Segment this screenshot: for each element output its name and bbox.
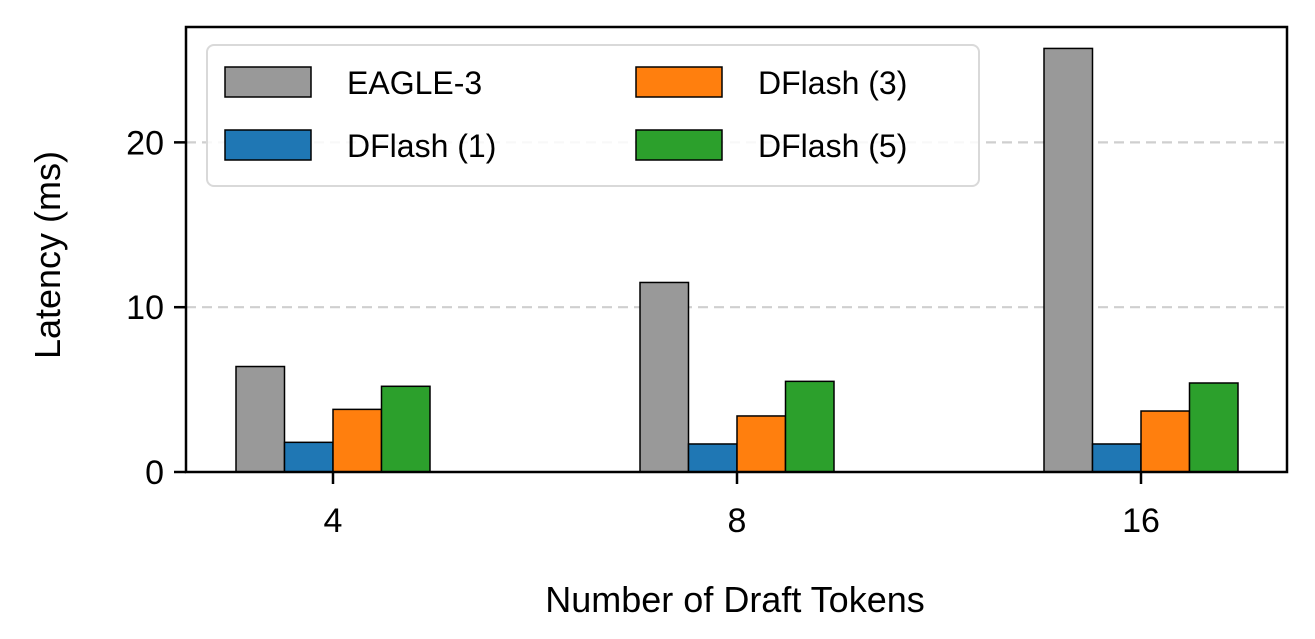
bar-dflash-1-8 [687,443,738,473]
bar-dflash-1-16 [1091,443,1142,473]
legend-swatch-dflash-3 [635,66,723,98]
legend-label-dflash-3: DFlash (3) [758,65,907,101]
x-tick-label-16: 16 [1122,502,1160,540]
bar-dflash-3-8 [736,415,787,473]
legend-swatch-dflash-1 [224,129,312,161]
bar-dflash-1-4 [283,441,334,473]
bar-dflash-3-4 [332,408,383,473]
y-tick-label-20: 20 [126,124,164,162]
x-axis-label: Number of Draft Tokens [545,579,925,620]
legend-swatch-eagle-3 [224,66,312,98]
x-tick-label-4: 4 [324,502,343,540]
y-tick-label-10: 10 [126,289,164,327]
bar-dflash-5-4 [380,385,431,473]
bar-eagle-3-16 [1043,47,1094,473]
ticks: 0 10 20 4 8 16 [126,124,1160,540]
bar-dflash-5-16 [1188,382,1239,473]
y-axis-label: Latency (ms) [27,151,68,359]
y-tick-label-0: 0 [145,454,164,492]
legend-label-dflash-1: DFlash (1) [347,128,496,164]
legend-label-eagle-3: EAGLE-3 [347,65,482,101]
bars [235,47,1239,473]
legend-box [206,44,980,187]
bar-eagle-3-4 [235,365,286,473]
bar-eagle-3-8 [639,281,690,473]
x-tick-label-8: 8 [728,502,747,540]
legend-swatch-dflash-5 [635,129,723,161]
bar-dflash-3-16 [1140,410,1191,473]
bar-dflash-5-8 [784,380,835,473]
legend-label-dflash-5: DFlash (5) [758,128,907,164]
